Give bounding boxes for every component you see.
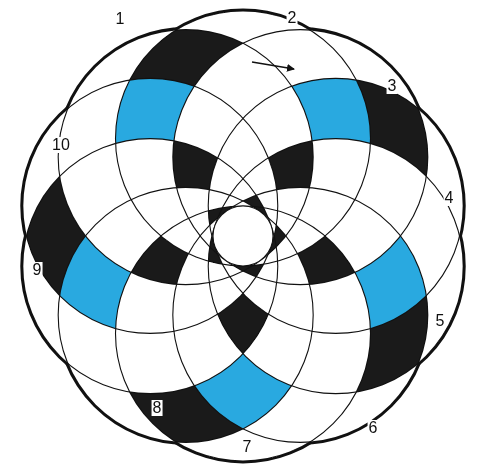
callout-number: 8 bbox=[152, 400, 163, 416]
callout-number: 10 bbox=[51, 137, 71, 153]
callout-number: 5 bbox=[435, 313, 446, 329]
callout-number: 3 bbox=[387, 78, 398, 94]
arrow-line bbox=[252, 62, 294, 69]
callout-number: 1 bbox=[115, 11, 126, 27]
callout-number: 7 bbox=[242, 439, 253, 455]
callout-number: 4 bbox=[444, 190, 455, 206]
callout-number: 9 bbox=[32, 262, 43, 278]
callout-number: 6 bbox=[368, 420, 379, 436]
callout-number: 2 bbox=[287, 10, 298, 26]
